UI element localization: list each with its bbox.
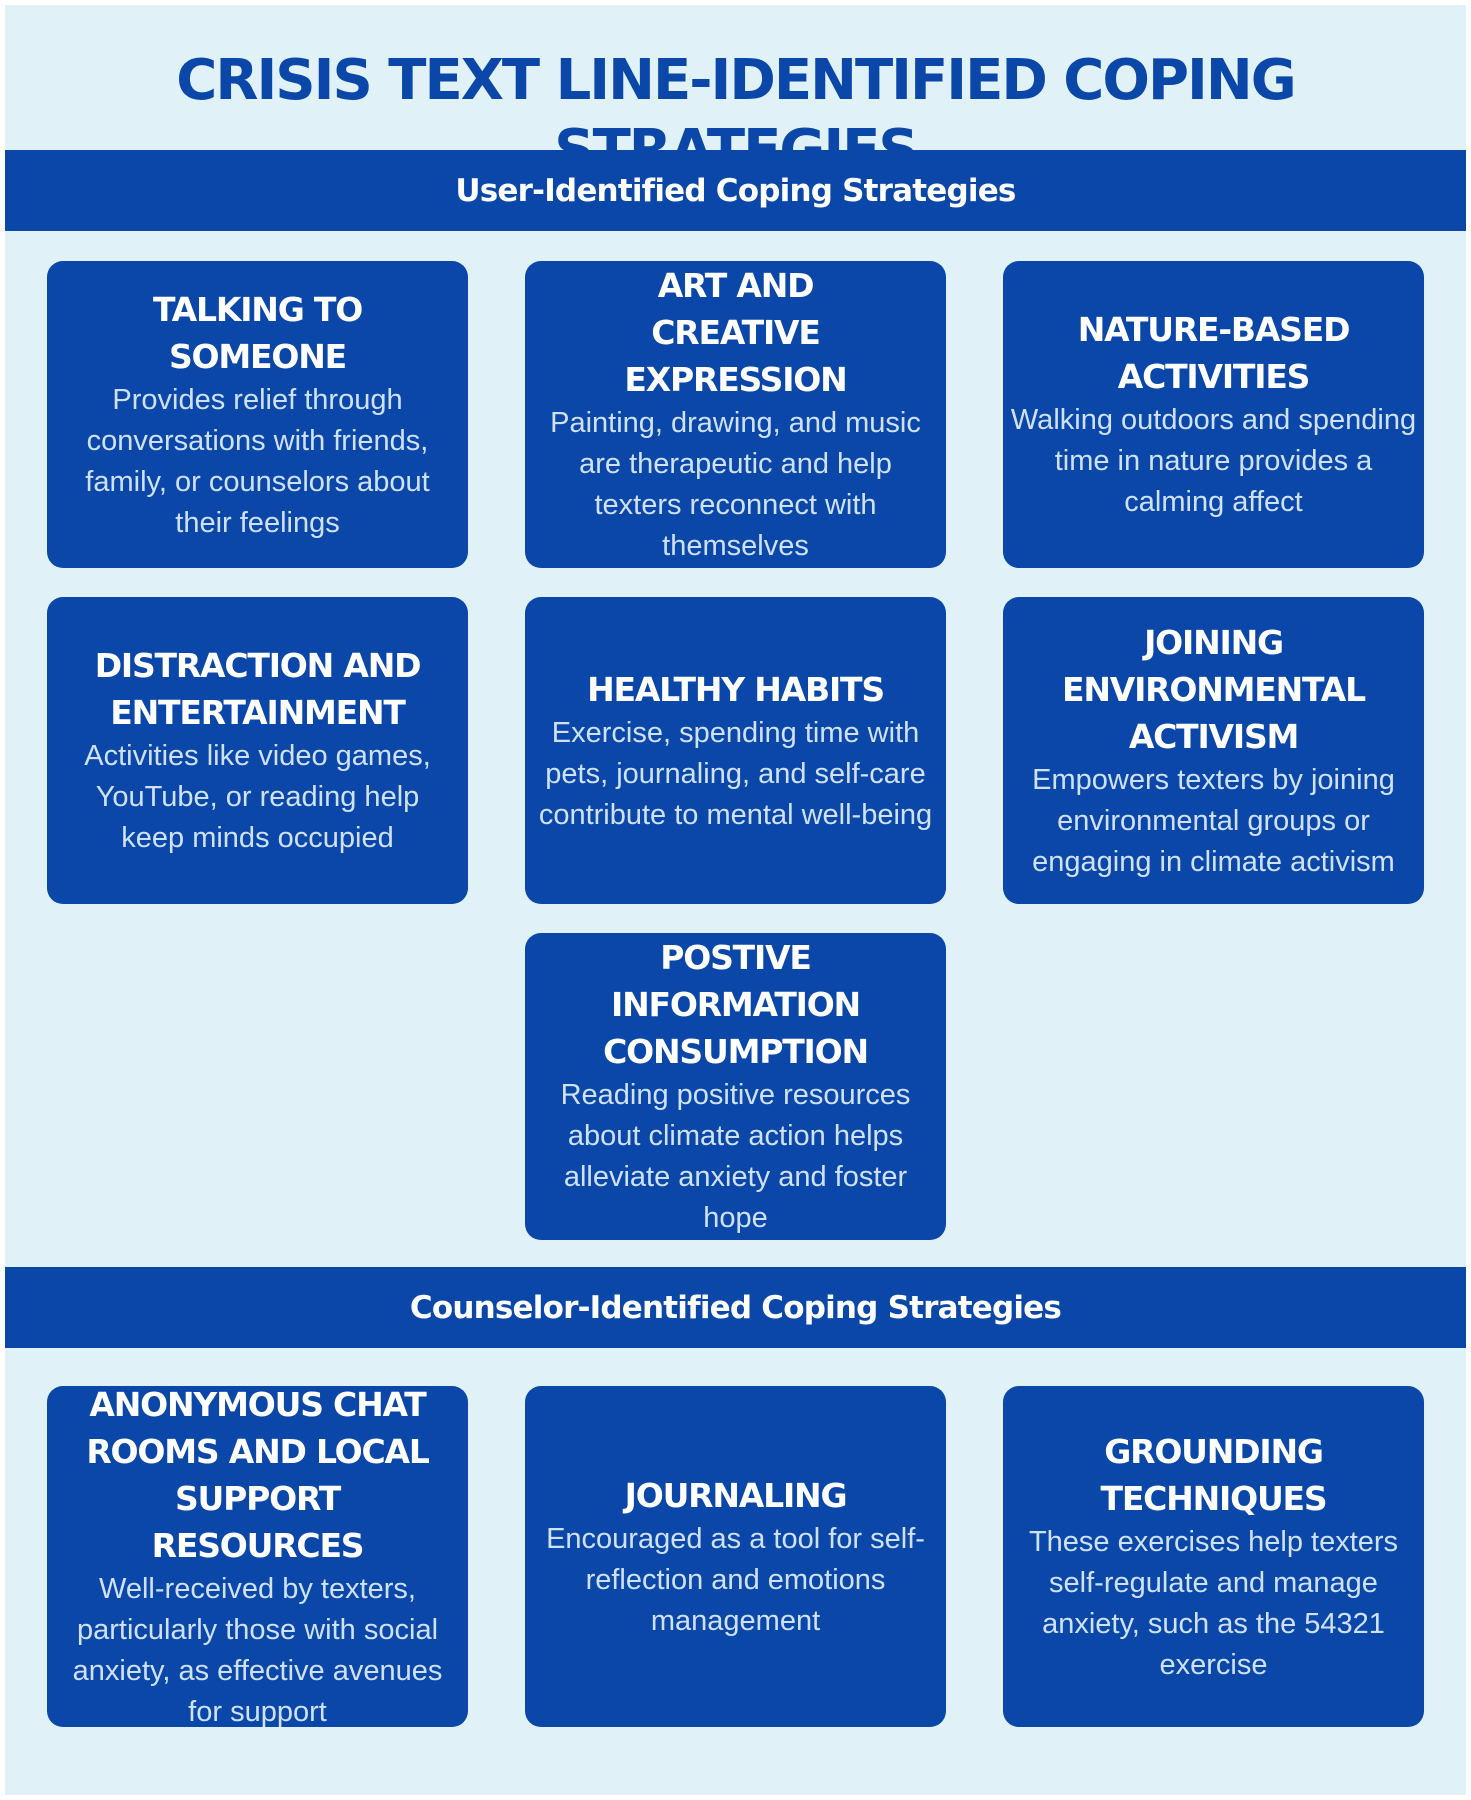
card-title: NATURE-BASED ACTIVITIES [1077, 310, 1351, 396]
card-description: Encouraged as a tool for self-reflection… [546, 1522, 925, 1637]
card-description: Activities like video games, YouTube, or… [84, 740, 431, 854]
card-title: TALKING TO SOMEONE [152, 289, 363, 376]
strategy-card-positive-information-consumption: POSTIVE INFORMATION CONSUMPTION Reading … [525, 933, 946, 1240]
section-header-counselor: Counselor-Identified Coping Strategies [5, 1267, 1466, 1348]
card-description: These exercises help texters self-regula… [1028, 1525, 1399, 1681]
card-title: ANONYMOUS CHAT ROOMS AND LOCAL SUPPORT R… [86, 1384, 430, 1565]
section-header-label: User-Identified Coping Strategies [455, 172, 1016, 209]
card-description: Exercise, spending time with pets, journ… [538, 716, 933, 831]
strategy-card-art-and-creative-expression: ART AND CREATIVE EXPRESSION Painting, dr… [525, 261, 946, 568]
card-description: Well-received by texters, particularly t… [72, 1572, 443, 1728]
card-description: Provides relief through conversations wi… [85, 383, 430, 539]
card-description: Empowers texters by joining environmenta… [1032, 763, 1395, 878]
card-title: POSTIVE INFORMATION CONSUMPTION [603, 938, 869, 1071]
strategy-card-grounding-techniques: GROUNDING TECHNIQUES These exercises hel… [1003, 1386, 1424, 1727]
strategy-card-joining-environmental-activism: JOINING ENVIRONMENTAL ACTIVISM Empowers … [1003, 597, 1424, 904]
card-title: HEALTHY HABITS [587, 669, 885, 709]
card-description: Walking outdoors and spending time in na… [1010, 404, 1417, 518]
section-header-label: Counselor-Identified Coping Strategies [409, 1289, 1062, 1326]
card-title: JOURNALING [624, 1475, 848, 1515]
card-description: Painting, drawing, and music are therape… [550, 407, 921, 562]
card-title: JOINING ENVIRONMENTAL ACTIVISM [1062, 622, 1366, 756]
card-title: DISTRACTION AND ENTERTAINMENT [94, 646, 422, 732]
section-header-user: User-Identified Coping Strategies [5, 150, 1466, 231]
strategy-card-anonymous-chat-rooms: ANONYMOUS CHAT ROOMS AND LOCAL SUPPORT R… [47, 1385, 468, 1728]
card-title: ART AND CREATIVE EXPRESSION [624, 266, 847, 399]
card-title: GROUNDING TECHNIQUES [1100, 1431, 1328, 1518]
strategy-card-journaling: JOURNALING Encouraged as a tool for self… [525, 1386, 946, 1727]
strategy-card-distraction-and-entertainment: DISTRACTION AND ENTERTAINMENT Activities… [47, 597, 468, 904]
strategy-card-talking-to-someone: TALKING TO SOMEONE Provides relief throu… [47, 261, 468, 568]
card-description: Reading positive resources about climate… [560, 1079, 911, 1234]
strategy-card-nature-based-activities: NATURE-BASED ACTIVITIES Walking outdoors… [1003, 261, 1424, 568]
strategy-card-healthy-habits: HEALTHY HABITS Exercise, spending time w… [525, 597, 946, 904]
